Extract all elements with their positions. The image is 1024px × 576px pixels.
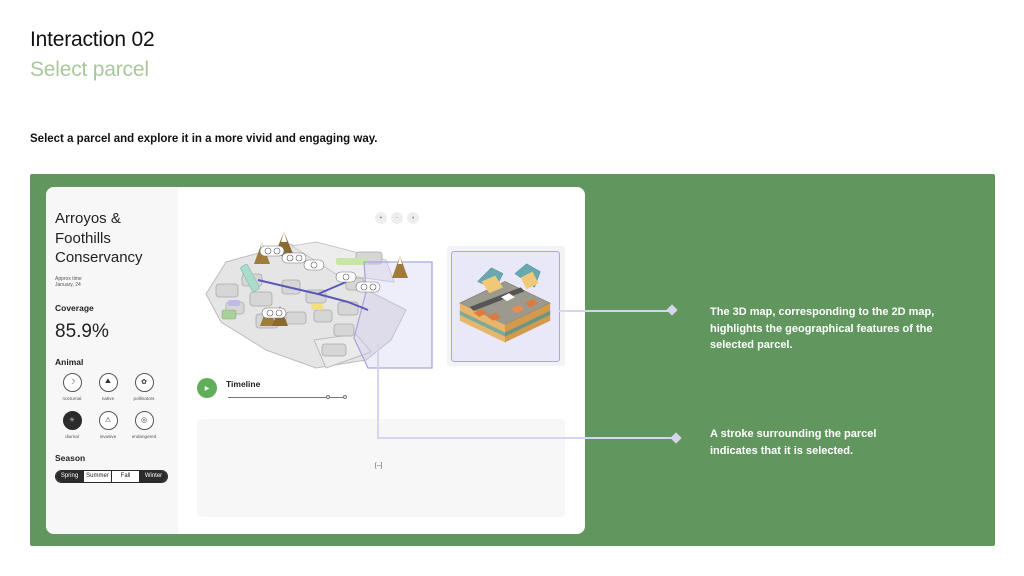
mountain-icon: ⛰ — [98, 372, 118, 392]
animal-label: Animal — [55, 356, 84, 367]
animal-filter-label: endangered — [131, 433, 157, 439]
animal-filter-native[interactable]: ⛰ native — [91, 372, 125, 401]
timeline-label: Timeline — [226, 379, 261, 389]
play-button[interactable]: ▶ — [197, 378, 217, 398]
season-option-spring[interactable]: Spring — [56, 470, 84, 482]
page-subtitle: Select parcel — [30, 58, 149, 81]
map-markers[interactable] — [259, 245, 381, 319]
coverage-label: Coverage — [55, 302, 94, 313]
flower-icon: ✿ — [134, 372, 154, 392]
moon-icon: ☽ — [62, 372, 82, 392]
sound-icon[interactable]: ◖ — [407, 212, 419, 224]
route-branch — [317, 281, 347, 295]
parcel-map-2d[interactable] — [196, 222, 436, 370]
season-selector: Spring Summer Fall Winter — [55, 469, 168, 483]
timeline-handle-end[interactable] — [343, 395, 347, 399]
timeline-track[interactable] — [228, 397, 346, 398]
animal-filter-pollinators[interactable]: ✿ pollinators — [127, 372, 161, 401]
sun-icon: ☀ — [62, 410, 82, 430]
parcel-title: Arroyos & Foothills Conservancy — [55, 210, 143, 266]
season-option-summer[interactable]: Summer — [84, 470, 112, 482]
lake-area — [228, 300, 240, 306]
timeline-handle-start[interactable] — [326, 395, 330, 399]
page-heading: Interaction 02 Select parcel — [30, 28, 155, 82]
animal-filter-endangered[interactable]: ◎ endangered — [127, 410, 161, 439]
parcel-meta: Approx time January, 24 — [55, 276, 178, 289]
meadow-strip — [336, 258, 368, 265]
road — [469, 287, 525, 311]
zoom-out-button[interactable]: - — [391, 212, 403, 224]
meta-date: January, 24 — [55, 282, 81, 288]
detail-content-area: [--] — [197, 419, 565, 517]
warning-icon: ⚠ — [98, 410, 118, 430]
season-label: Season — [55, 452, 86, 463]
building-2 — [487, 312, 502, 321]
animal-filter-label: native — [101, 395, 115, 401]
animal-filter-label: pollinators — [133, 395, 155, 401]
water-layer-right — [505, 310, 551, 337]
water-channel — [240, 264, 260, 292]
content-placeholder: [--] — [375, 463, 383, 469]
leader-line-stroke — [377, 344, 673, 439]
annotation-3d-map: The 3D map, corresponding to the 2D map,… — [710, 306, 935, 351]
sand-area — [311, 304, 323, 310]
meta-label: Approx time — [55, 275, 82, 282]
page-title: Interaction 02 — [30, 28, 155, 51]
coverage-value: 85.9% — [55, 320, 109, 342]
target-icon: ◎ — [134, 410, 154, 430]
animal-filter-label: invasive — [99, 433, 117, 439]
parcel-map-3d[interactable] — [451, 251, 560, 362]
animal-filter-diurnal[interactable]: ☀ diurnal — [55, 410, 89, 439]
building-5 — [501, 293, 515, 302]
park-area — [221, 309, 237, 320]
map-controls: + - ◖ — [375, 212, 419, 224]
showcase-panel: Arroyos & Foothills Conservancy Approx t… — [30, 174, 995, 546]
rock-top-left — [481, 275, 504, 294]
season-option-fall[interactable]: Fall — [112, 470, 140, 482]
parcel-sidebar: Arroyos & Foothills Conservancy Approx t… — [46, 187, 178, 534]
intro-text: Select a parcel and explore it in a more… — [30, 133, 378, 145]
animal-filter-label: nocturnal — [62, 395, 82, 401]
building-3 — [510, 305, 525, 313]
leader-diamond-3d — [666, 304, 678, 316]
app-screen: Arroyos & Foothills Conservancy Approx t… — [46, 187, 585, 534]
water-layer — [459, 310, 506, 337]
animal-filter-label: diurnal — [65, 433, 79, 439]
season-option-winter[interactable]: Winter — [140, 470, 167, 482]
building-1 — [473, 308, 488, 317]
building-4 — [524, 299, 539, 307]
annotation-leaders — [377, 304, 682, 444]
rock-top-right — [520, 271, 539, 290]
animal-filters: ☽ nocturnal ⛰ native ✿ pollinators ☀ diu… — [55, 372, 178, 439]
animal-filter-invasive[interactable]: ⚠ invasive — [91, 410, 125, 439]
zoom-in-button[interactable]: + — [375, 212, 387, 224]
animal-filter-nocturnal[interactable]: ☽ nocturnal — [55, 372, 89, 401]
annotation-selection-stroke: A stroke surrounding the parcel indicate… — [710, 428, 877, 457]
leader-diamond-stroke — [670, 432, 682, 444]
